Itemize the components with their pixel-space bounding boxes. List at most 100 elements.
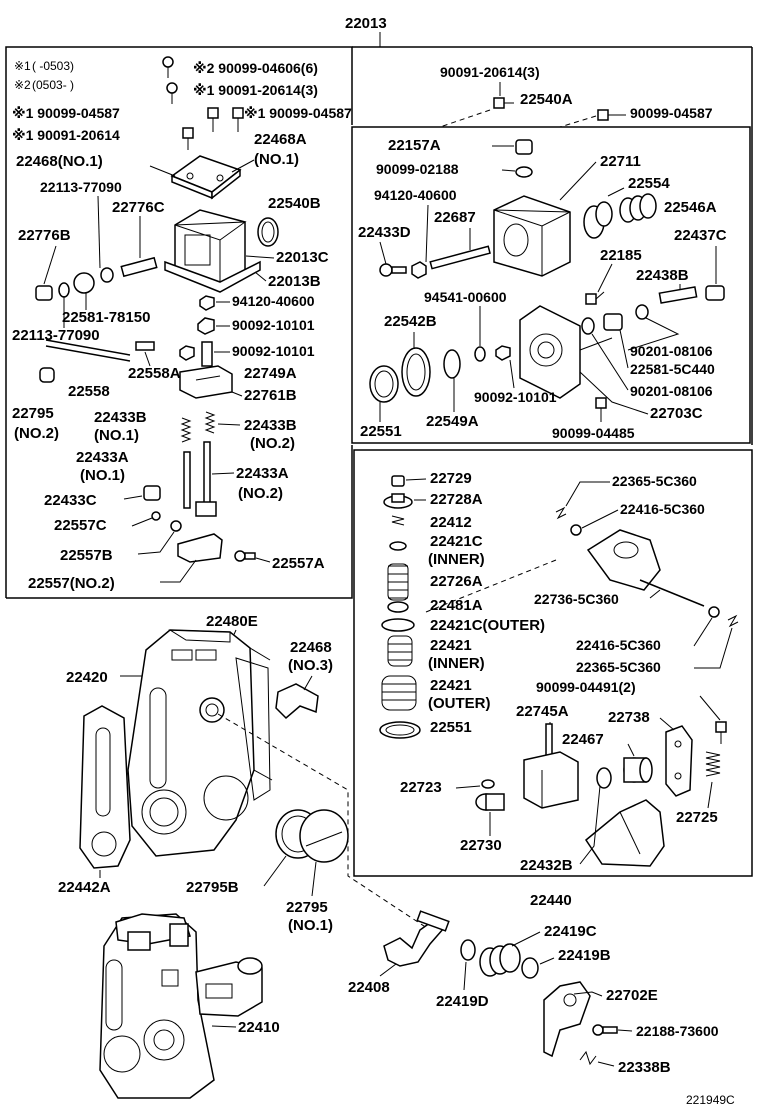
rod-22687 (411, 245, 491, 279)
bolt-22185 (585, 291, 605, 305)
label-94120-40600-b: 94120-40600 (374, 187, 457, 203)
label-22749A: 22749A (244, 365, 297, 382)
label-90092-10101-a: 90092-10101 (232, 317, 315, 333)
bolt-90099-c (597, 109, 626, 121)
label-22433B-no1: 22433B (94, 409, 147, 426)
assembly-number: 22013 (345, 15, 387, 32)
springs-22433B (180, 411, 216, 443)
clip-22365-a (555, 506, 567, 520)
bracket-22557 (177, 533, 223, 563)
label-90099-04485: 90099-04485 (552, 425, 635, 441)
label-22730: 22730 (460, 837, 502, 854)
label-22728A: 22728A (430, 491, 483, 508)
label-22795-no1-sub: (NO.1) (288, 917, 333, 934)
label-22551-b: 22551 (430, 719, 472, 736)
plate-22703C (519, 305, 613, 399)
bolt-22188-73600 (592, 1024, 618, 1036)
label-22467: 22467 (562, 731, 604, 748)
label-22421C-inner-sub: (INNER) (428, 551, 485, 568)
housing-22013C (164, 209, 261, 293)
label-22546A: 22546A (664, 199, 717, 216)
label-22433C: 22433C (44, 492, 97, 509)
label-22442A: 22442A (58, 879, 111, 896)
label-22468-no1: 22468(NO.1) (16, 153, 103, 170)
bolt-90099-04606 (162, 56, 174, 78)
label-22795-no2: 22795 (12, 405, 54, 422)
label-22736: 22736-5C360 (534, 591, 619, 607)
label-22419C: 22419C (544, 923, 597, 940)
label-90099-04606: ※2 90099-04606(6) (193, 60, 318, 76)
rods-22433A (183, 441, 217, 517)
dash-link-housing (217, 713, 431, 931)
nut-22581-5C440 (581, 304, 649, 335)
label-90092-10101-c: 90092-10101 (474, 389, 557, 405)
label-22410: 22410 (238, 1019, 280, 1036)
label-90099-04587-b: ※1 90099-04587 (244, 105, 352, 121)
label-22408: 22408 (348, 979, 390, 996)
label-90099-04587-c: 90099-04587 (630, 105, 713, 121)
washer-22416-a (570, 524, 582, 536)
spacer-22421C-outer (381, 618, 415, 632)
ring-22419D (460, 939, 476, 961)
label-22113-77090-a: 22113-77090 (40, 179, 122, 195)
label-22365-a: 22365-5C360 (612, 473, 697, 489)
label-22540A: 22540A (520, 91, 573, 108)
diaphragm-22542B (401, 347, 431, 397)
cap-22157A (492, 139, 533, 155)
label-22725: 22725 (676, 809, 718, 826)
gasket-22540B (257, 217, 279, 247)
label-22421C-inner: 22421C (430, 533, 483, 550)
label-22554: 22554 (628, 175, 670, 192)
plate-22468-no3 (275, 683, 319, 720)
boot-22419C (479, 943, 521, 977)
left-frame-bottom (6, 445, 353, 599)
label-22412: 22412 (430, 514, 472, 531)
lever-22749A (179, 365, 233, 399)
bracket-22736 (586, 529, 705, 607)
label-22468A-no1: (NO.1) (254, 151, 299, 168)
label-22113-77090-b: 22113-77090 (12, 327, 100, 344)
label-22795-no1: 22795 (286, 899, 328, 916)
label-22420: 22420 (66, 669, 108, 686)
diaphragm-22554 (583, 201, 613, 239)
plate-22549A (443, 349, 461, 379)
label-22416-b: 22416-5C360 (576, 637, 661, 653)
left-frame (5, 46, 353, 598)
label-94541-00600: 94541-00600 (424, 289, 507, 305)
label-22468-no3: 22468 (290, 639, 332, 656)
screw-pair (207, 107, 244, 132)
seal-22551-b (379, 721, 421, 739)
label-22702E: 22702E (606, 987, 658, 1004)
label-22795-no2-sub: (NO.2) (14, 425, 59, 442)
label-22433B-no2-sub: (NO.2) (250, 435, 295, 452)
seat-22481A (387, 601, 409, 613)
spring-22726A (388, 565, 408, 599)
label-90201-08106-b: 90201-08106 (630, 383, 713, 399)
label-22549A: 22549A (426, 413, 479, 430)
label-22421-inner: 22421 (430, 637, 472, 654)
note-2-range: (0503- ) (32, 78, 74, 92)
label-22776B: 22776B (18, 227, 71, 244)
sleeve-22467 (623, 757, 653, 783)
label-22157A: 22157A (388, 137, 441, 154)
label-22581-5C440: 22581-5C440 (630, 361, 715, 377)
label-22745A: 22745A (516, 703, 569, 720)
label-22738: 22738 (608, 709, 650, 726)
cap-22729 (391, 475, 405, 487)
label-90091-20614-3b: 90091-20614(3) (440, 64, 540, 80)
pump-housing-22420 (127, 629, 273, 857)
label-22776C: 22776C (112, 199, 165, 216)
upper-right-box (351, 126, 751, 444)
label-22540B: 22540B (268, 195, 321, 212)
screw-90091 (182, 127, 194, 150)
label-22729: 22729 (430, 470, 472, 487)
screw-22438B (658, 286, 698, 304)
note-2-marker: ※2 (14, 78, 31, 92)
label-90201-08106-a: 90201-08106 (630, 343, 713, 359)
label-22557B: 22557B (60, 547, 113, 564)
clip-22557C (151, 511, 161, 521)
pump-assembly-22410 (99, 913, 263, 1099)
note-1-marker: ※1 (14, 59, 31, 73)
lever-22408 (383, 910, 450, 967)
